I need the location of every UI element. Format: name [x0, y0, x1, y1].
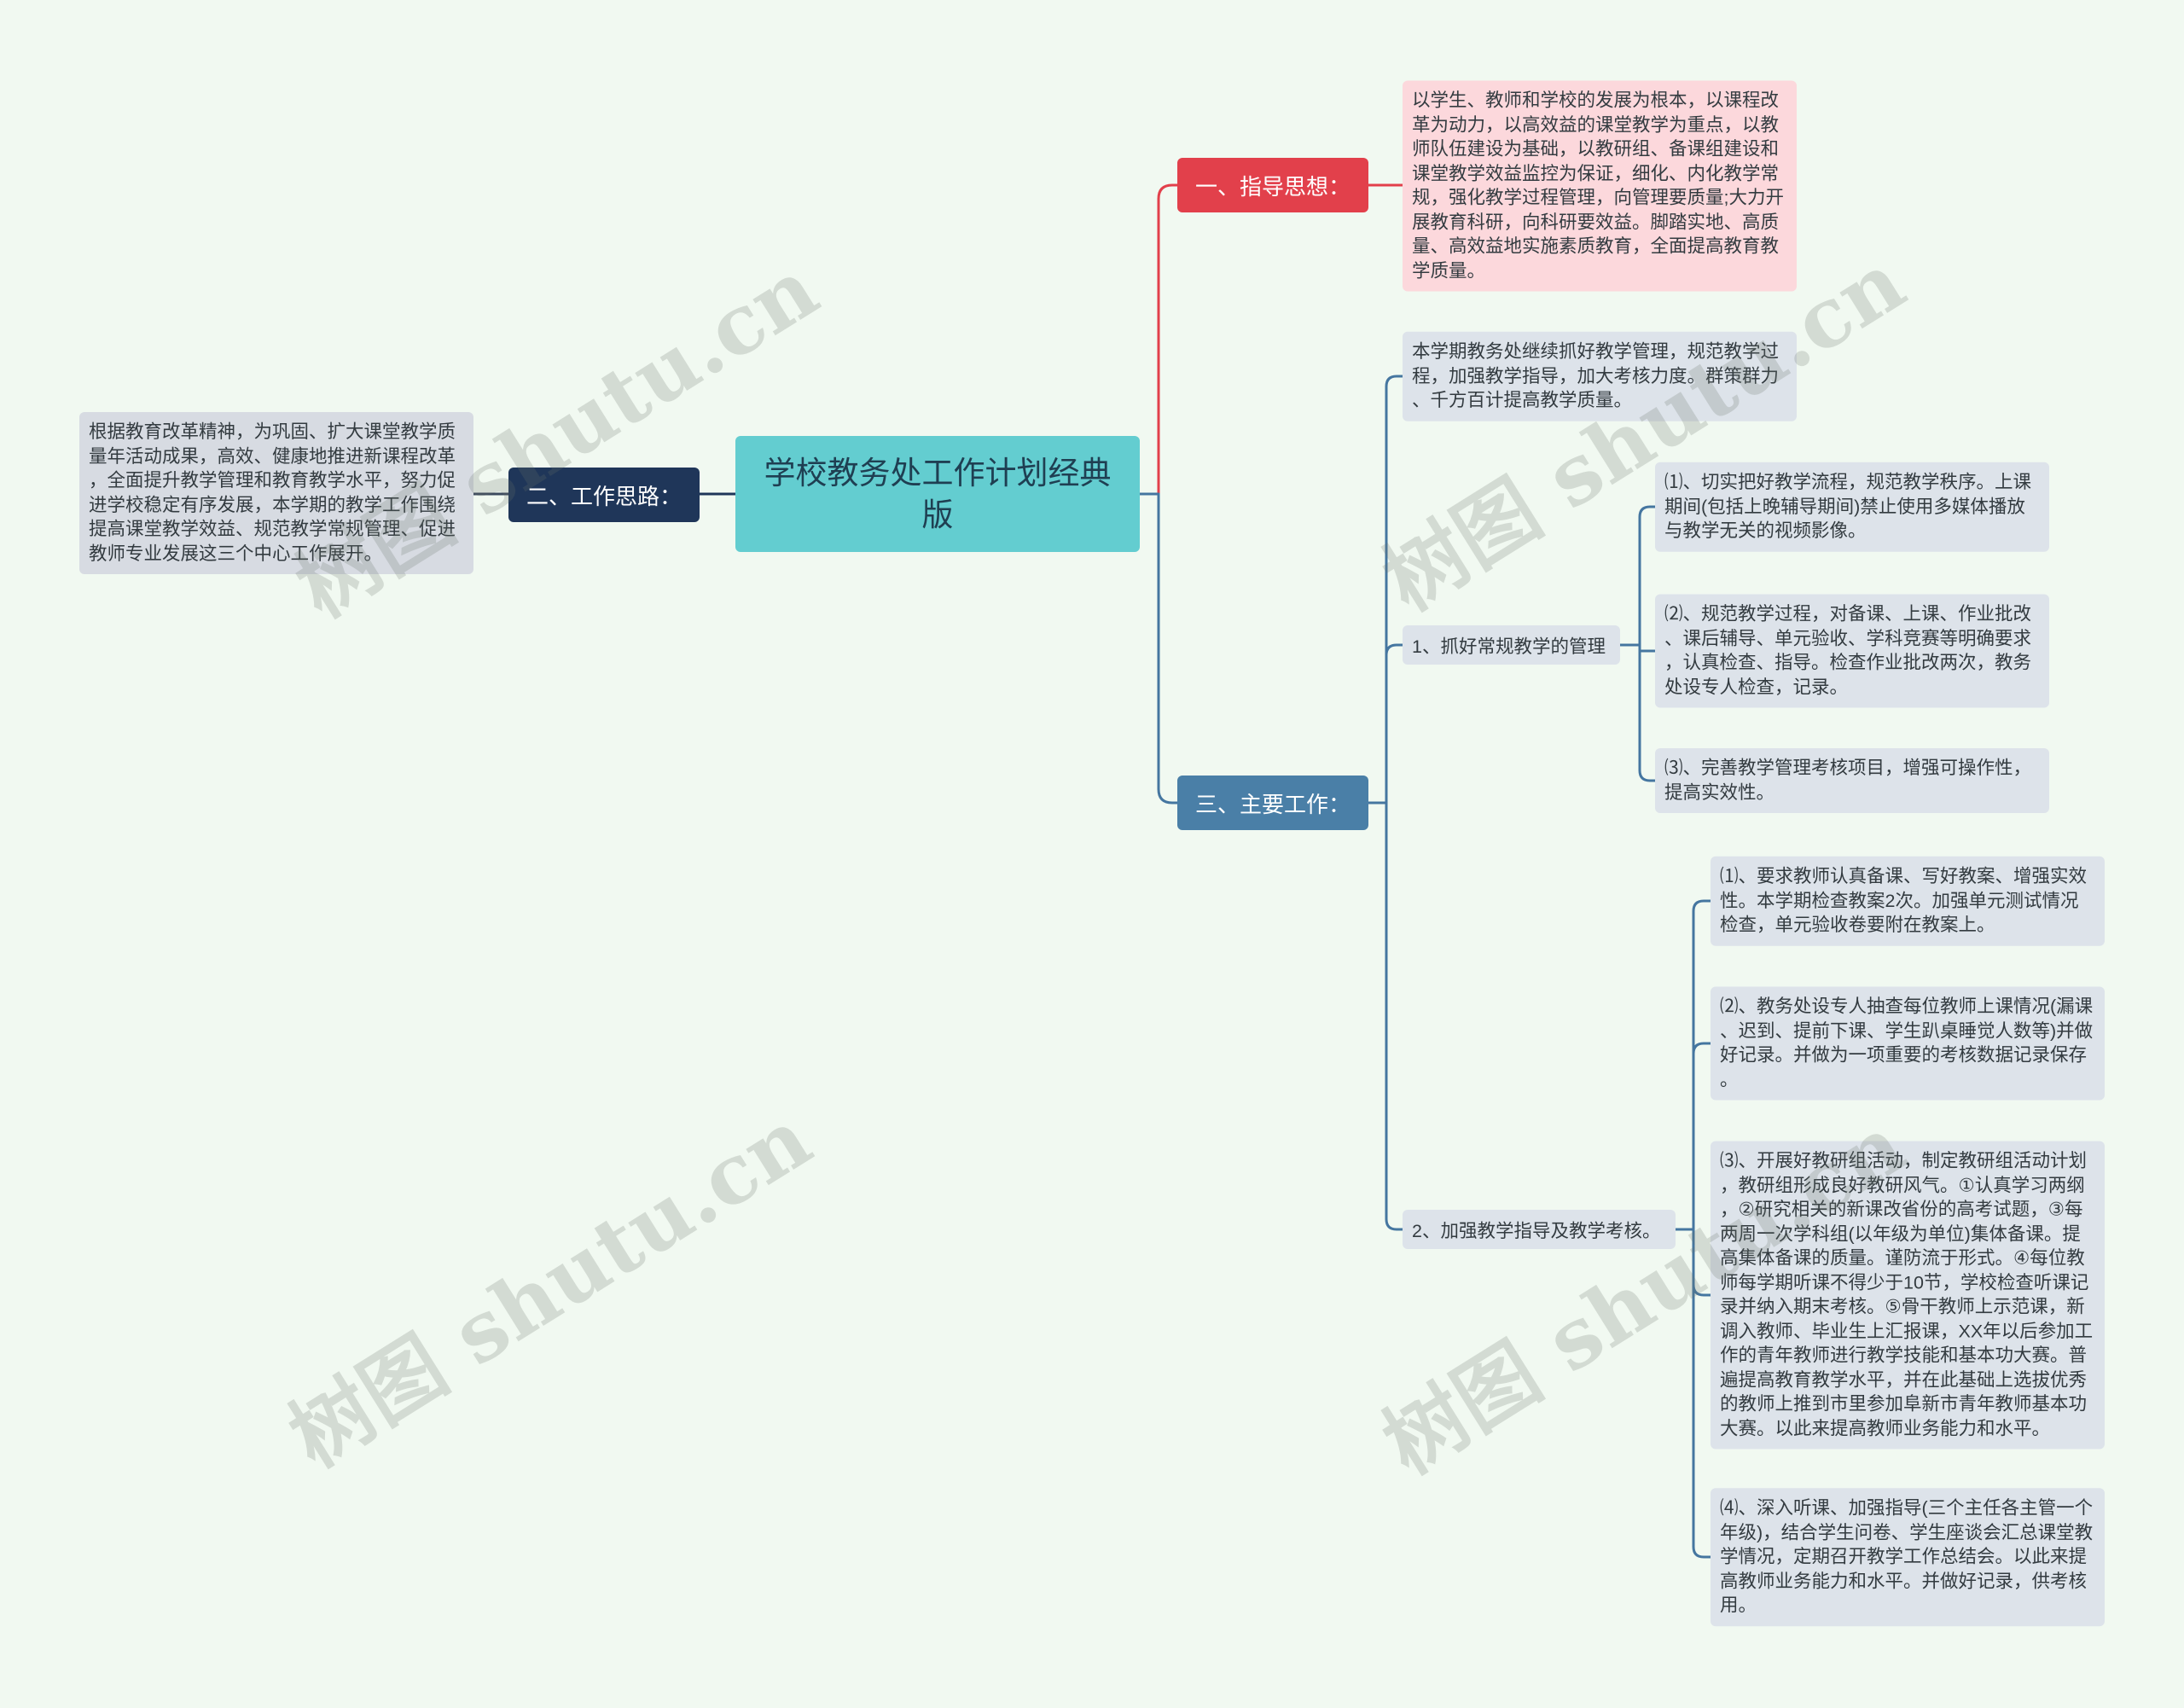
connector-routine-item-1	[1618, 505, 1657, 647]
branch-main-work[interactable]: 三、主要工作：	[1177, 776, 1368, 830]
connector-main-work-routine	[1385, 643, 1404, 805]
leaf-guidance-item[interactable]: ⑵、教务处设专人抽查每位教师上课情况(漏课、迟到、提前下课、学生趴桌睡觉人数等)…	[1711, 986, 2105, 1101]
connector-guidance-item-2	[1692, 1042, 1712, 1231]
subbranch-teaching-guidance[interactable]: 2、加强教学指导及教学考核。	[1403, 1210, 1676, 1249]
leaf-main-work-intro[interactable]: 本学期教务处继续抓好教学管理，规范教学过程，加强教学指导，加大考核力度。群策群力…	[1403, 331, 1797, 421]
connector-routine-item-2	[1638, 643, 1657, 653]
subbranch-routine-management[interactable]: 1、抓好常规教学的管理	[1403, 625, 1620, 665]
leaf-guiding-text[interactable]: 以学生、教师和学校的发展为根本，以课程改革为动力，以高效益的课堂教学为重点，以教…	[1403, 80, 1797, 292]
branch-guiding-ideology[interactable]: 一、指导思想：	[1177, 158, 1368, 212]
connector-main-work-guidance	[1385, 801, 1404, 1231]
leaf-guidance-item[interactable]: ⑷、深入听课、加强指导(三个主任各主管一个年级)，结合学生问卷、学生座谈会汇总课…	[1711, 1488, 2105, 1626]
root-node[interactable]: 学校教务处工作计划经典版	[735, 436, 1140, 552]
leaf-routine-item[interactable]: ⑶、完善教学管理考核项目，增强可操作性，提高实效性。	[1655, 748, 2049, 813]
connector-root-guiding	[1138, 183, 1179, 496]
leaf-approach-text[interactable]: 根据教育改革精神，为巩固、扩大课堂教学质量年活动成果，高效、健康地推进新课程改革…	[79, 412, 473, 574]
connector-routine-item-3	[1638, 643, 1657, 782]
leaf-guidance-item[interactable]: ⑴、要求教师认真备课、写好教案、增强实效性。本学期检查教案2次。加强单元测试情况…	[1711, 856, 2105, 946]
connector-guidance-item-4	[1692, 1228, 1712, 1559]
leaf-guidance-item[interactable]: ⑶、开展好教研组活动，制定教研组活动计划，教研组形成良好教研风气。①认真学习两纲…	[1711, 1141, 2105, 1449]
branch-work-approach[interactable]: 二、工作思路：	[508, 468, 700, 522]
connector-guidance-item-3	[1692, 1228, 1712, 1297]
connector-main-work-intro	[1366, 375, 1404, 805]
connector-guidance-item-1	[1674, 899, 1712, 1231]
leaf-routine-item[interactable]: ⑵、规范教学过程，对备课、上课、作业批改、课后辅导、单元验收、学科竞赛等明确要求…	[1655, 594, 2049, 708]
leaf-routine-item[interactable]: ⑴、切实把好教学流程，规范教学秩序。上课期间(包括上晚辅导期间)禁止使用多媒体播…	[1655, 462, 2049, 552]
connector-root-main-work	[1138, 492, 1179, 805]
